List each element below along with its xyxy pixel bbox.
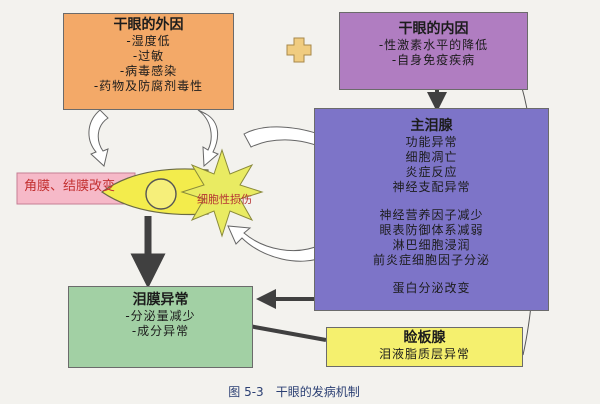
meibomian-gland-title: 睑板腺 (403, 330, 446, 346)
lacrimal-item: 前炎症细胞因子分泌 (372, 253, 490, 267)
external-cause-item: -湿度低 (126, 34, 171, 48)
lacrimal-item: 淋巴细胞浸润 (392, 238, 471, 252)
internal-cause-item: -自身免疫疾病 (391, 53, 476, 67)
pupil (145, 178, 177, 210)
curved-arrow-right (197, 109, 219, 168)
external-cause-item: -病毒感染 (119, 64, 178, 78)
cell-damage-label: 细胞性损伤 (197, 193, 252, 206)
external-cause-item: -过敏 (132, 49, 165, 63)
internal-causes-box: 干眼的内因 -性激素水平的降低 -自身免疫疾病 (339, 12, 528, 90)
lacrimal-item: 炎症反应 (405, 165, 458, 179)
starburst (180, 148, 264, 238)
tear-film-box: 泪膜异常 -分泌量减少 -成分异常 (68, 286, 253, 368)
figure-number: 图 5-3 (228, 385, 264, 399)
cornea-label: 角膜、结膜改变 (24, 179, 116, 194)
tear-film-item: -成分异常 (131, 324, 190, 338)
lacrimal-item: 眼表防御体系减弱 (379, 223, 484, 237)
lacrimal-item: 蛋白分泌改变 (392, 281, 471, 295)
lacrimal-gland-box: 主泪腺 功能异常 细胞凋亡 炎症反应 神经支配异常 神经营养因子减少 眼表防御体… (314, 108, 549, 311)
curved-arrow-left (88, 109, 109, 167)
lacrimal-item: 功能异常 (405, 135, 458, 149)
meibomian-gland-box: 睑板腺 泪液脂质层异常 (326, 327, 523, 367)
external-cause-item: -药物及防腐剂毒性 (93, 79, 204, 93)
lacrimal-item: 细胞凋亡 (405, 150, 458, 164)
external-causes-box: 干眼的外因 -湿度低 -过敏 -病毒感染 -药物及防腐剂毒性 (63, 13, 234, 110)
arrow-to-eye (227, 225, 327, 262)
lacrimal-item: 神经营养因子减少 (379, 208, 484, 222)
internal-causes-title: 干眼的内因 (398, 21, 469, 37)
figure-caption-text: 干眼的发病机制 (275, 385, 360, 399)
tear-film-title: 泪膜异常 (132, 292, 189, 308)
tear-film-item: -分泌量减少 (125, 309, 196, 323)
lacrimal-item: 神经支配异常 (392, 180, 471, 194)
figure-caption: 图 5-3 干眼的发病机制 (0, 383, 600, 400)
internal-cause-item: -性激素水平的降低 (378, 38, 489, 52)
plus-icon (286, 37, 312, 63)
meibomian-item: 泪液脂质层异常 (378, 347, 470, 361)
lacrimal-gland-title: 主泪腺 (410, 118, 453, 134)
external-causes-title: 干眼的外因 (113, 17, 184, 33)
